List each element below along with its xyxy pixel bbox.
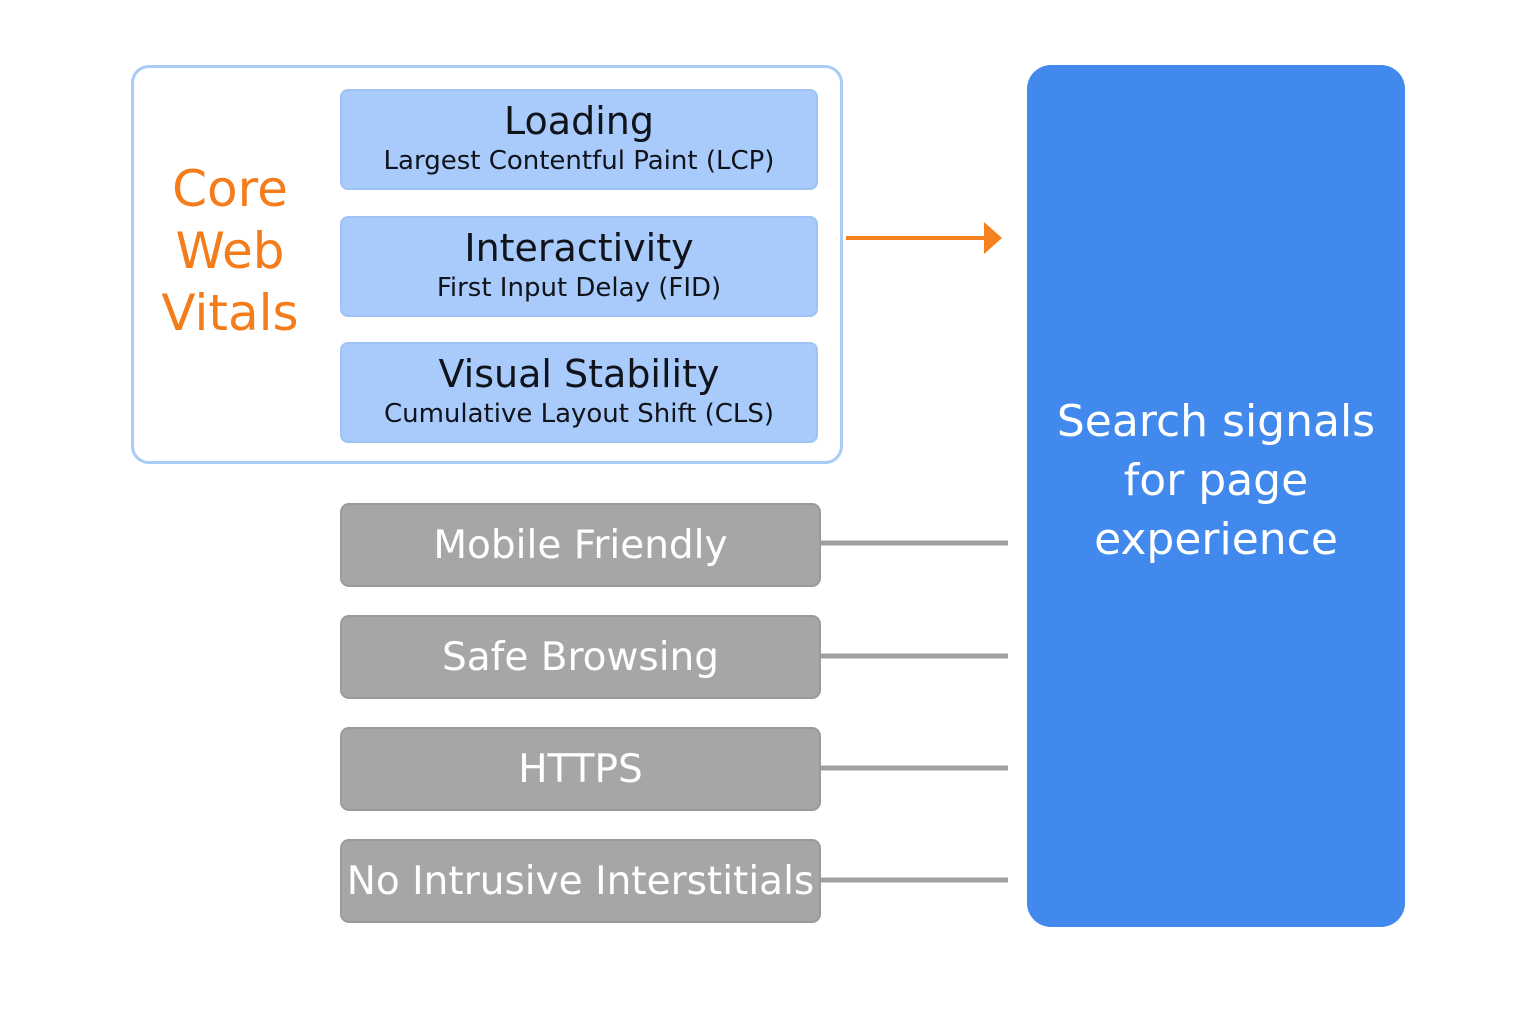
metric-name: Visual Stability: [438, 352, 720, 396]
signal-https: HTTPS: [340, 727, 821, 811]
metric-detail: First Input Delay (FID): [436, 273, 722, 303]
title-line-vitals: Vitals: [161, 284, 299, 342]
result-line-1: Search signals: [1056, 396, 1376, 447]
result-line-3: experience: [1094, 514, 1338, 565]
metric-visual-stability: Visual Stability Cumulative Layout Shift…: [340, 342, 818, 443]
metric-detail: Largest Contentful Paint (LCP): [383, 146, 775, 176]
signal-mobile-friendly: Mobile Friendly: [340, 503, 821, 587]
title-line-web: Web: [175, 222, 285, 280]
page-experience-label: Search signals for page experience: [1027, 392, 1405, 569]
title-line-core: Core: [172, 160, 288, 218]
metric-detail: Cumulative Layout Shift (CLS): [383, 399, 775, 429]
page-experience-box: [1027, 65, 1405, 927]
core-web-vitals-title: Core Web Vitals: [150, 158, 310, 344]
signal-no-intrusive-interstitials: No Intrusive Interstitials: [340, 839, 821, 923]
result-line-2: for page: [1123, 455, 1309, 506]
metric-interactivity: Interactivity First Input Delay (FID): [340, 216, 818, 317]
metric-name: Interactivity: [464, 226, 694, 270]
vitals-arrow-head: [984, 222, 1002, 254]
metric-name: Loading: [504, 99, 654, 143]
signal-safe-browsing: Safe Browsing: [340, 615, 821, 699]
metric-loading: Loading Largest Contentful Paint (LCP): [340, 89, 818, 190]
